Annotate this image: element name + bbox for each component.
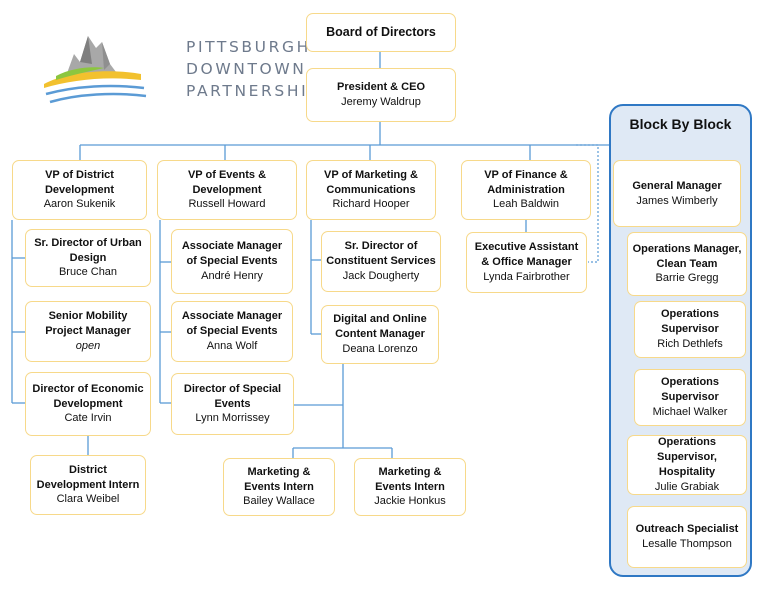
director-events-name: Lynn Morrissey (195, 412, 270, 425)
marketing-intern-2-title: Marketing & Events Intern (375, 465, 445, 493)
district-intern-name: Clara Weibel (56, 493, 120, 506)
econ-dev-title: Director of Economic Development (32, 382, 144, 410)
urban-design-title: Sr. Director of Urban Design (34, 236, 142, 264)
skyline-logo-icon (44, 36, 147, 104)
content-manager-box[interactable]: Digital and Online Content Manager Deana… (321, 305, 439, 364)
assoc-mgr-2-title: Associate Manager of Special Events (181, 310, 283, 338)
constituent-services-box[interactable]: Sr. Director of Constituent Services Jac… (321, 231, 441, 292)
assoc-mgr-2-box[interactable]: Associate Manager of Special Events Anna… (171, 301, 293, 362)
assoc-mgr-1-name: André Henry (201, 269, 263, 282)
marketing-intern-1-title: Marketing & Events Intern (244, 465, 314, 493)
president-box[interactable]: President & CEO Jeremy Waldrup (306, 68, 456, 122)
outreach-title: Outreach Specialist (635, 523, 739, 536)
vp-marketing-box[interactable]: VP of Marketing & Communications Richard… (306, 160, 436, 220)
logo-line-1: PITTSBURGH (186, 38, 311, 56)
marketing-intern-2-name: Jackie Honkus (374, 495, 446, 508)
vp-finance-name: Leah Baldwin (492, 198, 560, 211)
content-manager-name: Deana Lorenzo (342, 342, 418, 355)
mobility-pm-name: open (75, 339, 101, 352)
vp-events-title: VP of Events & Development (187, 168, 267, 196)
ops-hospitality-box[interactable]: Operations Supervisor, Hospitality Julie… (627, 435, 747, 495)
marketing-intern-1-name: Bailey Wallace (243, 495, 315, 508)
assoc-mgr-1-title: Associate Manager of Special Events (181, 240, 283, 268)
vp-finance-box[interactable]: VP of Finance & Administration Leah Bald… (461, 160, 591, 220)
vp-marketing-name: Richard Hooper (332, 198, 410, 211)
ops-supervisor-2-box[interactable]: Operations Supervisor Michael Walker (634, 369, 746, 426)
director-events-title: Director of Special Events (183, 382, 282, 410)
vp-marketing-title: VP of Marketing & Communications (324, 168, 418, 196)
general-manager-title: General Manager (632, 179, 722, 192)
econ-dev-name: Cate Irvin (64, 412, 112, 425)
exec-assistant-name: Lynda Fairbrother (483, 270, 570, 283)
assoc-mgr-2-name: Anna Wolf (206, 339, 258, 352)
ops-hospitality-title: Operations Supervisor, Hospitality (657, 436, 717, 478)
content-manager-title: Digital and Online Content Manager (333, 313, 427, 341)
assoc-mgr-1-box[interactable]: Associate Manager of Special Events Andr… (171, 229, 293, 294)
urban-design-name: Bruce Chan (58, 266, 118, 279)
president-name: Jeremy Waldrup (341, 96, 421, 108)
district-intern-box[interactable]: District Development Intern Clara Weibel (30, 455, 146, 515)
ops-supervisor-1-name: Rich Dethlefs (657, 337, 723, 350)
ops-supervisor-2-title: Operations Supervisor (660, 376, 720, 404)
vp-events-box[interactable]: VP of Events & Development Russell Howar… (157, 160, 297, 220)
exec-assistant-title: Executive Assistant & Office Manager (474, 241, 579, 269)
marketing-intern-2-box[interactable]: Marketing & Events Intern Jackie Honkus (354, 458, 466, 516)
constituent-services-name: Jack Dougherty (342, 269, 420, 282)
vp-finance-title: VP of Finance & Administration (484, 168, 568, 196)
vp-district-box[interactable]: VP of District Development Aaron Sukenik (12, 160, 147, 220)
board-box[interactable]: Board of Directors (306, 13, 456, 52)
econ-dev-box[interactable]: Director of Economic Development Cate Ir… (25, 372, 151, 436)
outreach-name: Lesalle Thompson (642, 538, 732, 550)
ops-hospitality-name: Julie Grabiak (654, 480, 720, 493)
block-by-block-title: Block By Block (629, 116, 732, 132)
urban-design-box[interactable]: Sr. Director of Urban Design Bruce Chan (25, 229, 151, 287)
general-manager-box[interactable]: General Manager James Wimberly (613, 160, 741, 227)
vp-district-title: VP of District Development (44, 168, 115, 196)
constituent-services-title: Sr. Director of Constituent Services (326, 240, 436, 268)
district-intern-title: District Development Intern (36, 463, 140, 491)
mobility-pm-box[interactable]: Senior Mobility Project Manager open (25, 301, 151, 362)
marketing-intern-1-box[interactable]: Marketing & Events Intern Bailey Wallace (223, 458, 335, 516)
pdp-logo: PITTSBURGH DOWNTOWN PARTNERSHIP (36, 24, 318, 114)
ops-supervisor-1-title: Operations Supervisor (660, 308, 720, 336)
logo-line-3: PARTNERSHIP (186, 82, 321, 100)
logo-line-2: DOWNTOWN (186, 60, 307, 78)
ops-supervisor-1-box[interactable]: Operations Supervisor Rich Dethlefs (634, 301, 746, 358)
ops-manager-title: Operations Manager, Clean Team (632, 242, 742, 270)
ops-supervisor-2-name: Michael Walker (652, 405, 728, 418)
outreach-box[interactable]: Outreach Specialist Lesalle Thompson (627, 506, 747, 568)
vp-events-name: Russell Howard (188, 198, 266, 211)
ops-manager-box[interactable]: Operations Manager, Clean Team Barrie Gr… (627, 232, 747, 296)
general-manager-name: James Wimberly (636, 194, 718, 207)
ops-manager-name: Barrie Gregg (655, 272, 719, 285)
president-title: President & CEO (336, 81, 426, 94)
director-events-box[interactable]: Director of Special Events Lynn Morrisse… (171, 373, 294, 435)
exec-assistant-box[interactable]: Executive Assistant & Office Manager Lyn… (466, 232, 587, 293)
mobility-pm-title: Senior Mobility Project Manager (45, 310, 131, 338)
vp-district-name: Aaron Sukenik (43, 198, 116, 211)
board-title: Board of Directors (326, 25, 436, 40)
